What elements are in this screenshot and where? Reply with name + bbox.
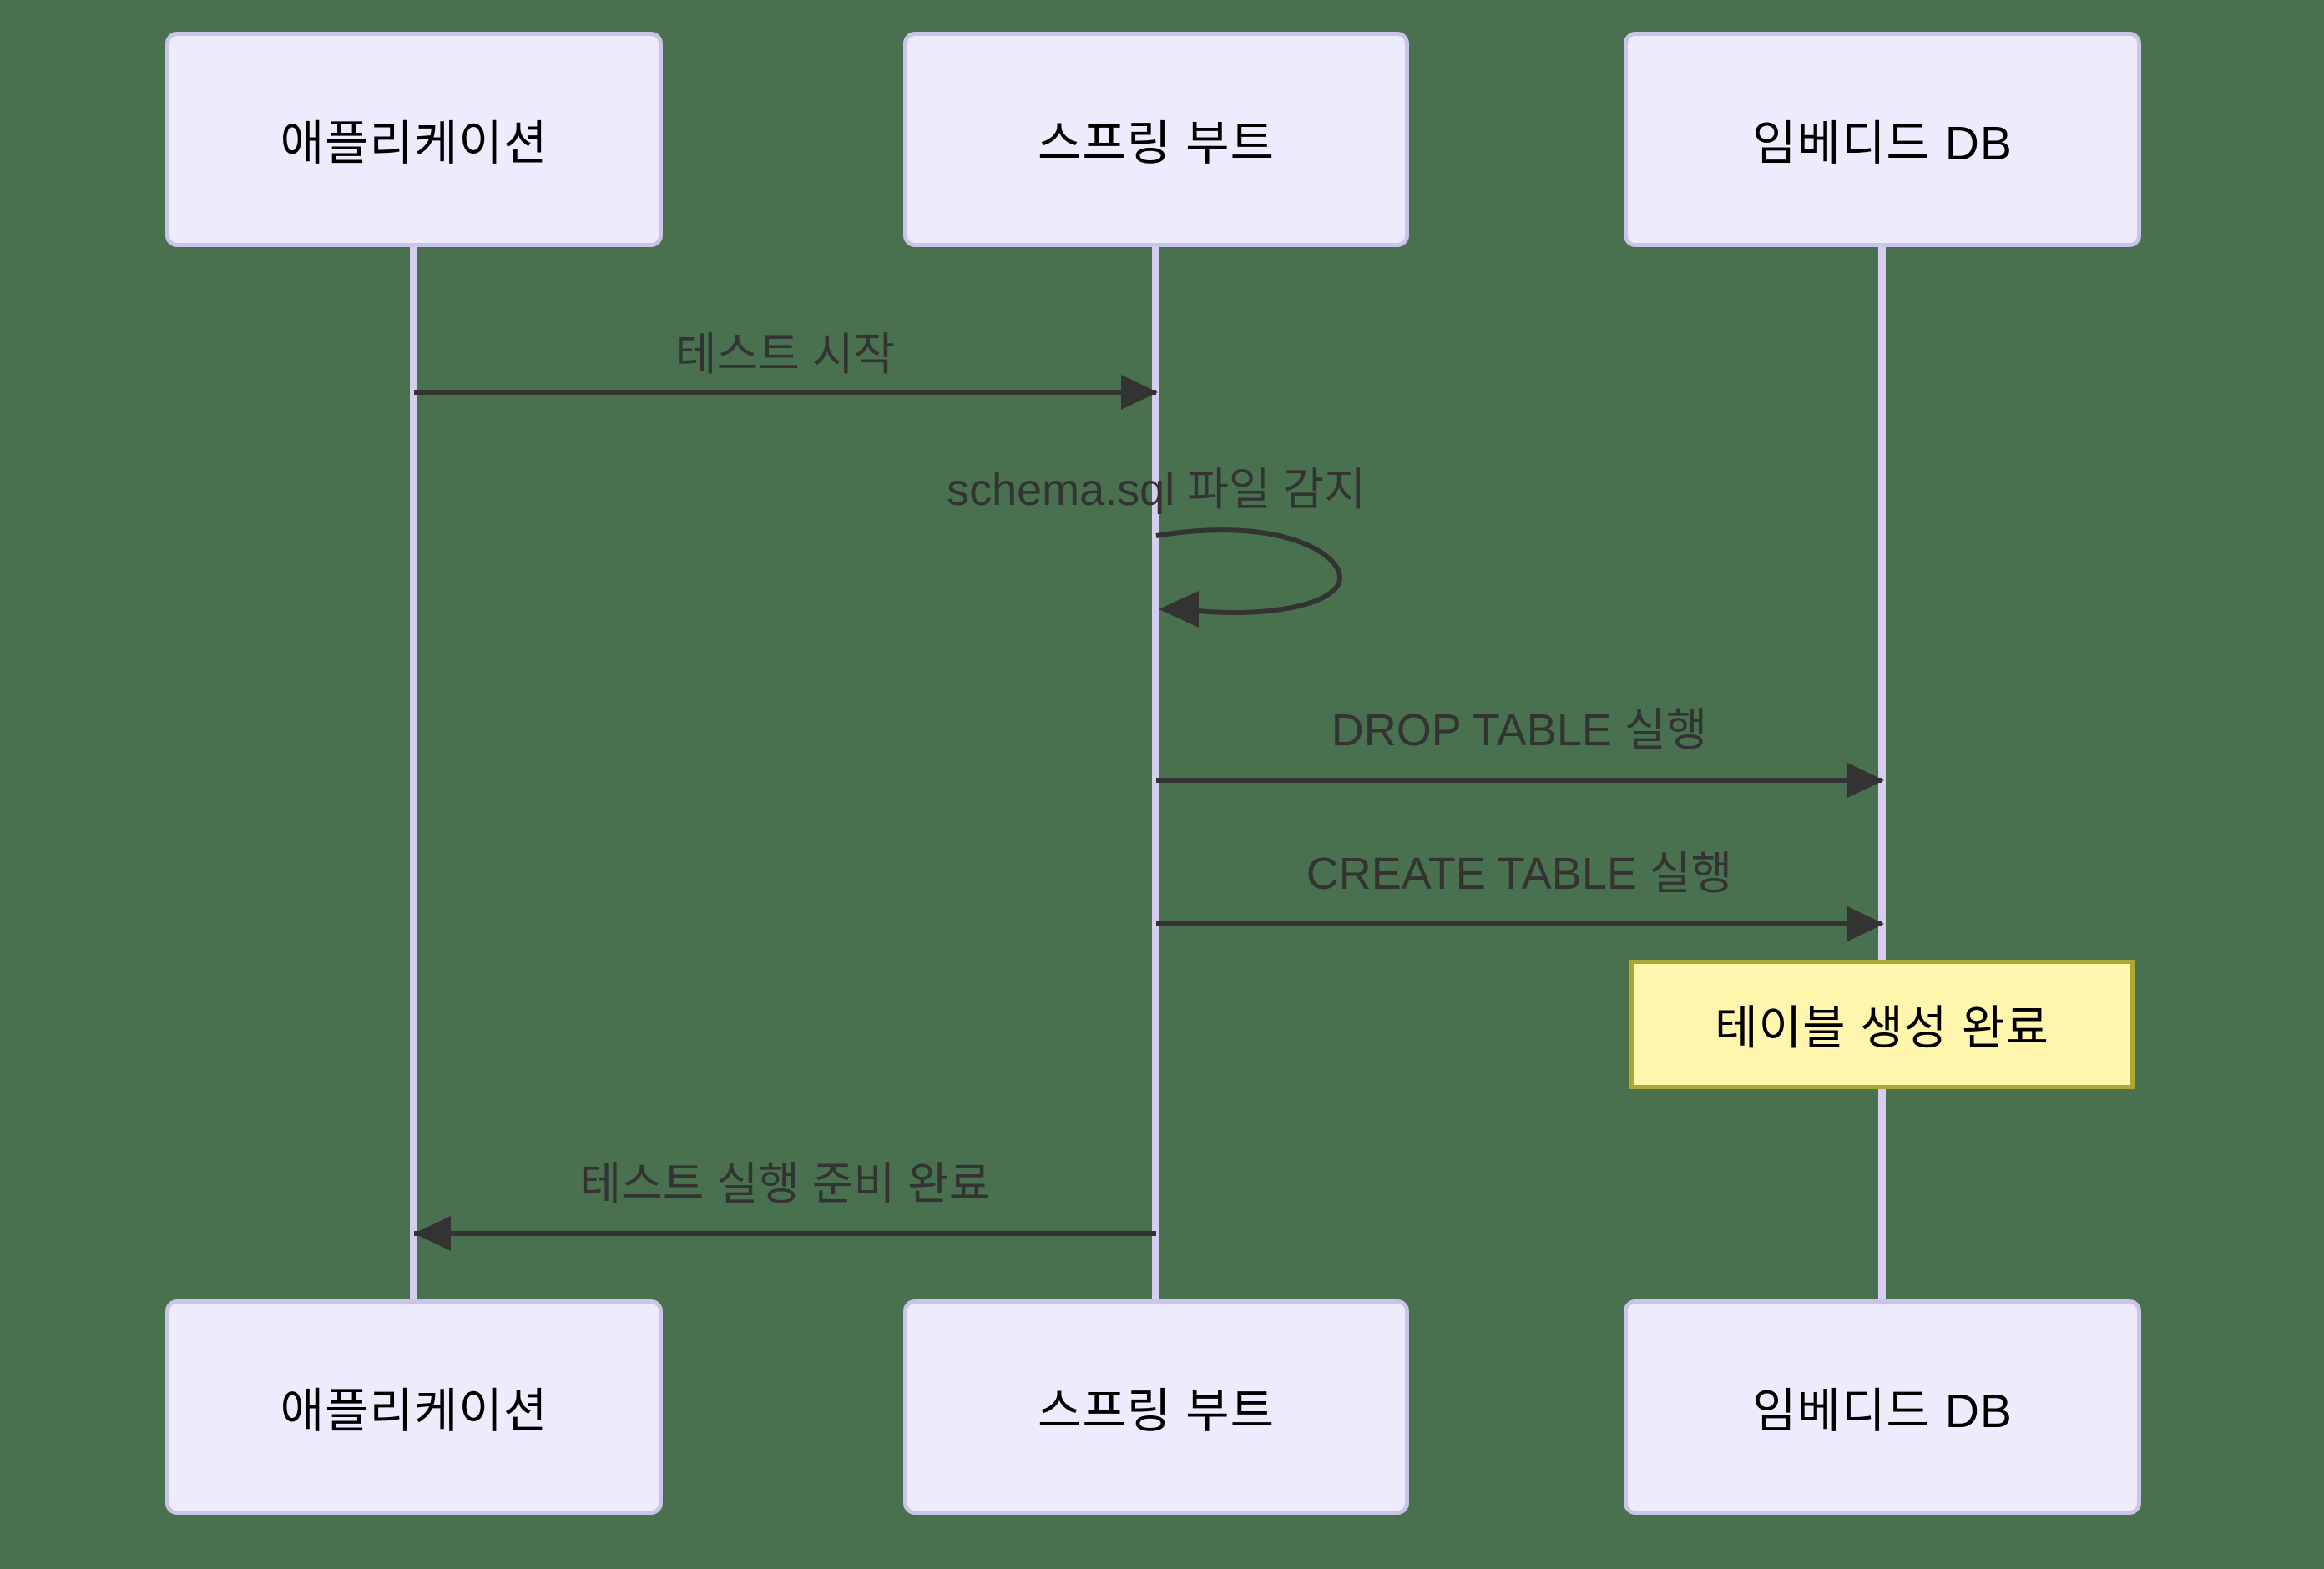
actor-label-embedded-db: 임베디드 DB	[1752, 117, 2013, 170]
arrowhead-left-icon	[414, 1216, 451, 1251]
actor-label-spring-boot: 스프링 부트	[1037, 117, 1276, 170]
message-arrow-test-start	[414, 390, 1156, 395]
message-label-test-start: 테스트 시작	[674, 330, 896, 380]
actor-box-embedded-db-bottom: 임베디드 DB	[1624, 1299, 2141, 1515]
message-arrow-test-ready	[414, 1231, 1156, 1236]
message-label-test-ready: 테스트 실행 준비 완료	[579, 1159, 991, 1209]
actor-box-application-bottom: 애플리케이션	[165, 1299, 663, 1515]
actor-label-application: 애플리케이션	[280, 117, 548, 170]
note-label: 테이블 생성 완료	[1715, 1001, 2049, 1054]
actor-box-embedded-db-top: 임베디드 DB	[1624, 32, 2141, 247]
actor-box-spring-boot-top: 스프링 부트	[903, 32, 1409, 247]
lifeline-spring-boot	[1152, 247, 1159, 1299]
arrowhead-left-icon	[1159, 591, 1199, 628]
message-arrow-create-table	[1156, 921, 1882, 926]
actor-label-embedded-db: 임베디드 DB	[1752, 1385, 2013, 1438]
arrowhead-right-icon	[1847, 763, 1884, 798]
self-loop-arrow	[1155, 527, 1343, 628]
actor-label-spring-boot: 스프링 부트	[1037, 1385, 1276, 1438]
message-label-drop-table: DROP TABLE 실행	[1331, 705, 1708, 755]
message-arrow-drop-table	[1156, 778, 1882, 783]
lifeline-application	[410, 247, 417, 1299]
arrowhead-right-icon	[1847, 906, 1884, 941]
message-label-schema-detect: schema.sql 파일 감지	[947, 465, 1366, 515]
arrowhead-right-icon	[1121, 375, 1158, 410]
self-loop-curve	[1155, 527, 1343, 615]
note-box: 테이블 생성 완료	[1629, 960, 2135, 1089]
actor-label-application: 애플리케이션	[280, 1385, 548, 1438]
message-label-create-table: CREATE TABLE 실행	[1306, 849, 1733, 899]
actor-box-application-top: 애플리케이션	[165, 32, 663, 247]
actor-box-spring-boot-bottom: 스프링 부트	[903, 1299, 1409, 1515]
